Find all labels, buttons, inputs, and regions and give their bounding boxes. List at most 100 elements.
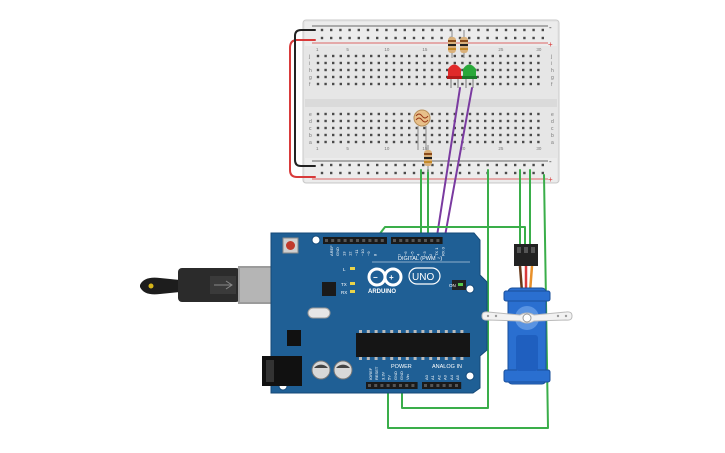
breadboard-hole[interactable]: [461, 112, 464, 116]
breadboard-hole[interactable]: [339, 61, 342, 65]
rail-hole[interactable]: [320, 36, 324, 40]
breadboard-hole[interactable]: [476, 54, 479, 58]
breadboard-hole[interactable]: [537, 126, 540, 130]
breadboard-hole[interactable]: [370, 61, 373, 65]
breadboard-hole[interactable]: [339, 112, 342, 116]
rail-hole[interactable]: [458, 171, 462, 175]
rail-hole[interactable]: [348, 163, 351, 167]
led-green[interactable]: [462, 64, 477, 89]
breadboard-hole[interactable]: [377, 119, 380, 123]
breadboard-hole[interactable]: [324, 61, 327, 65]
breadboard-hole[interactable]: [316, 119, 320, 123]
breadboard-hole[interactable]: [529, 68, 532, 72]
breadboard-hole[interactable]: [354, 54, 358, 58]
breadboard-hole[interactable]: [385, 112, 388, 116]
breadboard-hole[interactable]: [491, 133, 494, 137]
breadboard-hole[interactable]: [476, 82, 479, 86]
rail-hole[interactable]: [440, 171, 443, 175]
rail-hole[interactable]: [449, 28, 452, 32]
breadboard-hole[interactable]: [347, 133, 350, 137]
breadboard-hole[interactable]: [499, 119, 502, 123]
rail-hole[interactable]: [495, 28, 498, 32]
breadboard-hole[interactable]: [522, 61, 525, 65]
breadboard-hole[interactable]: [522, 68, 525, 72]
resistor-ldr[interactable]: [424, 145, 432, 172]
breadboard-hole[interactable]: [499, 112, 502, 116]
breadboard-hole[interactable]: [514, 54, 517, 58]
breadboard-hole[interactable]: [400, 75, 403, 79]
breadboard-hole[interactable]: [514, 61, 517, 65]
breadboard-hole[interactable]: [385, 126, 388, 130]
breadboard-hole[interactable]: [347, 112, 350, 116]
breadboard-hole[interactable]: [324, 82, 327, 86]
header-pin[interactable]: [399, 239, 403, 242]
breadboard-hole[interactable]: [484, 119, 487, 123]
breadboard-hole[interactable]: [415, 54, 418, 58]
rail-hole[interactable]: [366, 28, 370, 32]
rail-hole[interactable]: [357, 163, 360, 167]
header-pin[interactable]: [417, 239, 421, 242]
breadboard-hole[interactable]: [438, 119, 441, 123]
header-pin[interactable]: [399, 384, 402, 387]
breadboard-hole[interactable]: [446, 61, 449, 65]
rail-hole[interactable]: [366, 171, 370, 175]
breadboard-hole[interactable]: [484, 82, 487, 86]
rail-hole[interactable]: [541, 36, 544, 40]
breadboard-hole[interactable]: [415, 82, 418, 86]
header-pin[interactable]: [430, 239, 434, 242]
breadboard-hole[interactable]: [468, 54, 472, 58]
header-pin[interactable]: [448, 384, 452, 387]
breadboard-hole[interactable]: [430, 126, 434, 130]
breadboard-hole[interactable]: [438, 133, 441, 137]
breadboard-hole[interactable]: [522, 112, 525, 116]
header-pin[interactable]: [331, 239, 335, 242]
rail-hole[interactable]: [495, 171, 498, 175]
rail-hole[interactable]: [412, 163, 416, 167]
breadboard-hole[interactable]: [362, 61, 365, 65]
breadboard-hole[interactable]: [476, 133, 479, 137]
breadboard-hole[interactable]: [400, 126, 403, 130]
breadboard-hole[interactable]: [392, 54, 396, 58]
breadboard-hole[interactable]: [377, 133, 380, 137]
breadboard-hole[interactable]: [354, 119, 358, 123]
breadboard-hole[interactable]: [362, 54, 365, 58]
breadboard-hole[interactable]: [537, 61, 540, 65]
rail-hole[interactable]: [523, 28, 526, 32]
arduino-uno-board[interactable]: L TX RX ON − + ARDUINO UNO DIGITAL (PWM …: [262, 232, 488, 394]
breadboard-hole[interactable]: [430, 112, 434, 116]
breadboard-hole[interactable]: [400, 82, 403, 86]
rail-hole[interactable]: [403, 163, 406, 167]
breadboard-hole[interactable]: [446, 112, 449, 116]
rail-hole[interactable]: [422, 163, 425, 167]
breadboard-hole[interactable]: [362, 82, 365, 86]
resistor-led-green[interactable]: [460, 30, 468, 58]
breadboard-hole[interactable]: [347, 61, 350, 65]
rail-hole[interactable]: [495, 36, 498, 40]
breadboard-hole[interactable]: [332, 140, 335, 144]
breadboard-hole[interactable]: [362, 140, 365, 144]
rail-hole[interactable]: [385, 36, 388, 40]
breadboard-hole[interactable]: [430, 61, 434, 65]
rail-hole[interactable]: [422, 28, 425, 32]
header-pin[interactable]: [455, 384, 458, 387]
breadboard-hole[interactable]: [491, 126, 494, 130]
breadboard-hole[interactable]: [385, 54, 388, 58]
breadboard-hole[interactable]: [506, 112, 510, 116]
breadboard-hole[interactable]: [491, 68, 494, 72]
rail-hole[interactable]: [431, 171, 434, 175]
breadboard-hole[interactable]: [438, 75, 441, 79]
breadboard-hole[interactable]: [408, 119, 411, 123]
breadboard-hole[interactable]: [514, 133, 517, 137]
breadboard-hole[interactable]: [347, 140, 350, 144]
breadboard-hole[interactable]: [461, 119, 464, 123]
breadboard-hole[interactable]: [354, 61, 358, 65]
breadboard-hole[interactable]: [423, 54, 426, 58]
breadboard-hole[interactable]: [506, 75, 510, 79]
breadboard-hole[interactable]: [506, 119, 510, 123]
breadboard-hole[interactable]: [423, 82, 426, 86]
breadboard-hole[interactable]: [400, 119, 403, 123]
breadboard-hole[interactable]: [537, 82, 540, 86]
breadboard-hole[interactable]: [324, 68, 327, 72]
breadboard-hole[interactable]: [529, 54, 532, 58]
rail-hole[interactable]: [320, 28, 324, 32]
